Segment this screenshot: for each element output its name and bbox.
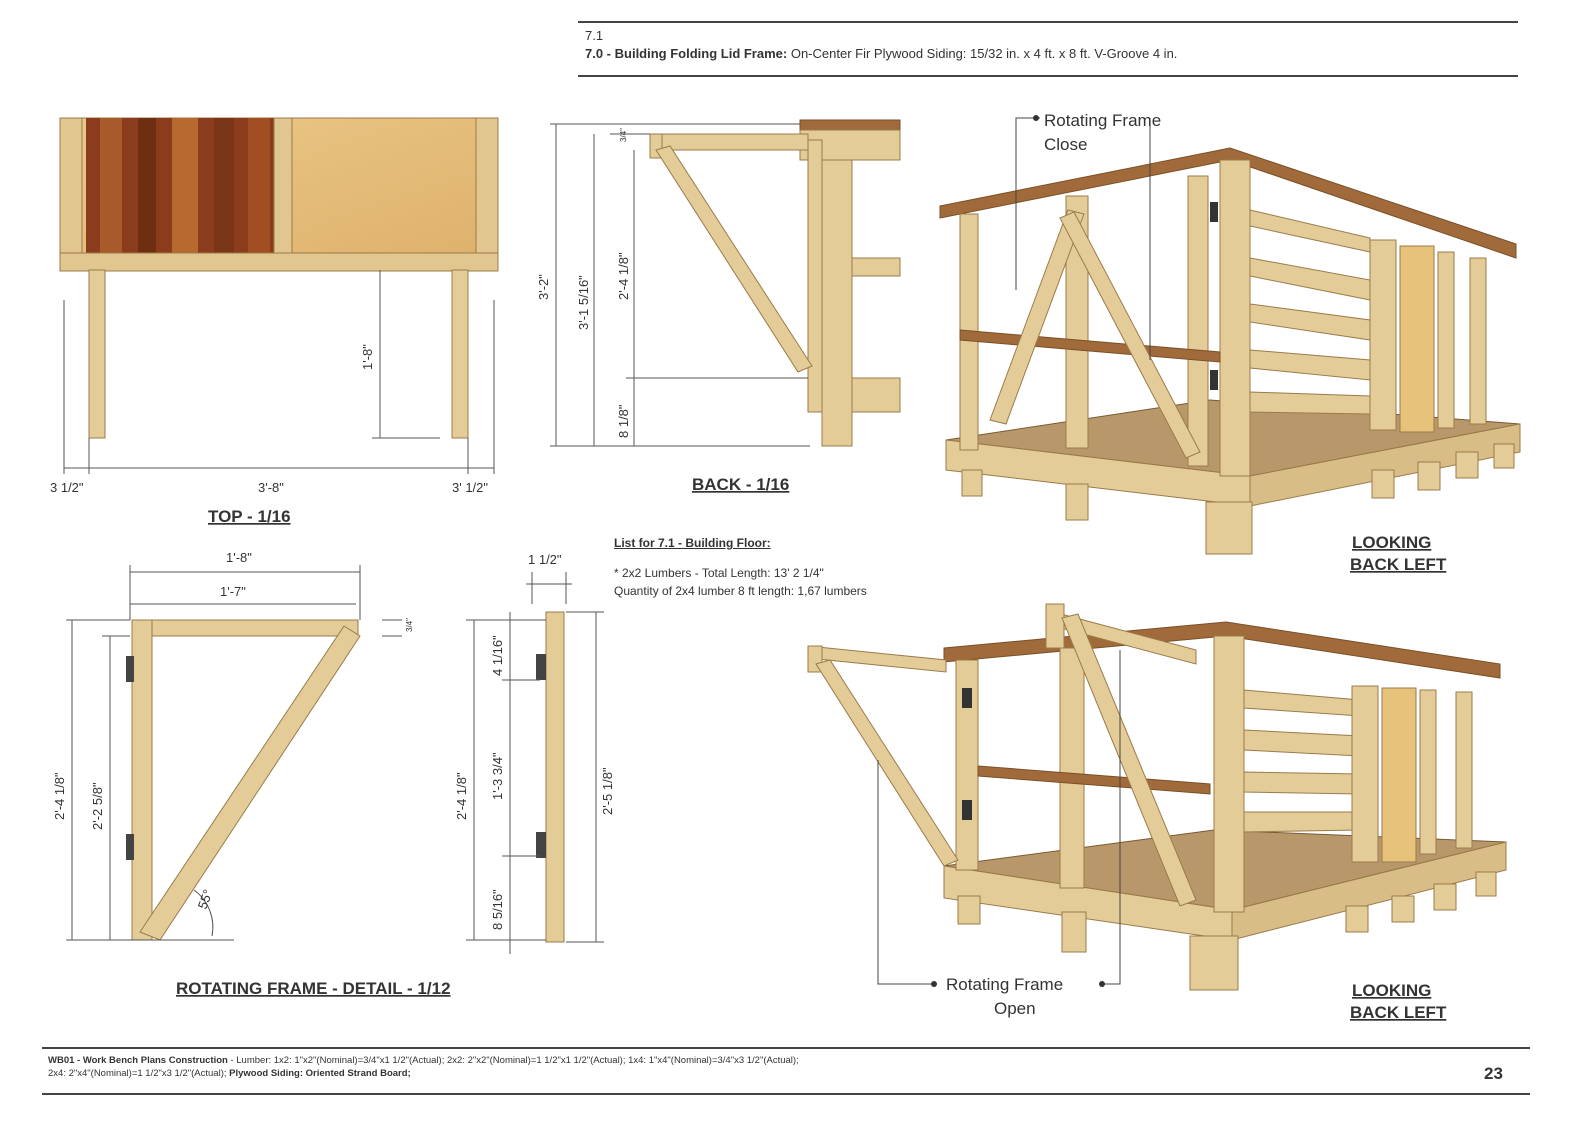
rotating-frame-detail: 1'-8" 1'-7" 2'-4 1/8" 2'-2 5/8" 55° 3/4"… xyxy=(52,550,451,998)
dim-top-width: 3'-8" xyxy=(258,480,284,495)
dim-side-middle: 1'-3 3/4" xyxy=(490,752,505,800)
dim-rot-inner-height: 2'-2 5/8" xyxy=(90,782,105,830)
dim-rot-angle: 55° xyxy=(195,887,216,911)
iso-bench-closed: Rotating Frame Close LOOKING BACK LEFT xyxy=(939,111,1521,574)
section-number: 7.1 xyxy=(585,28,604,43)
side-detail: 1 1/2" 4 1/16" 1'-3 3/4" 2'-4 1/8" 8 5/1… xyxy=(454,552,615,954)
dim-back-lower: 8 1/8" xyxy=(616,404,631,438)
caption-back: BACK - 1/16 xyxy=(692,475,789,494)
dim-rot-height: 2'-4 1/8" xyxy=(52,772,67,820)
iso1-callout-line1: Rotating Frame xyxy=(1044,111,1161,130)
iso-bench-open: Rotating Frame Open LOOKING BACK LEFT xyxy=(807,603,1507,1022)
sheet-footer: WB01 - Work Bench Plans Construction - L… xyxy=(48,1054,1528,1080)
material-list: List for 7.1 - Building Floor: * 2x2 Lum… xyxy=(614,534,867,600)
material-list-line-1: * 2x2 Lumbers - Total Length: 13' 2 1/4" xyxy=(614,566,824,580)
page-number: 23 xyxy=(1484,1064,1503,1083)
iso2-callout-line2: Open xyxy=(994,999,1036,1018)
dim-back-inner: 3'-1 5/16" xyxy=(576,275,591,330)
back-view: 3'-2" 3'-1 5/16" 2'-4 1/8" 8 1/8" 3/4" B… xyxy=(536,119,901,494)
dim-side-top: 4 1/16" xyxy=(490,635,505,676)
dim-rot-width-inner: 1'-7" xyxy=(220,584,246,599)
footer-brand: WB01 - Work Bench Plans Construction xyxy=(48,1055,228,1066)
iso1-caption-line2: BACK LEFT xyxy=(1350,555,1447,574)
footer-plywood: Plywood Siding: Oriented Strand Board; xyxy=(229,1068,411,1079)
dim-side-width: 1 1/2" xyxy=(528,552,562,567)
iso1-caption-line1: LOOKING xyxy=(1352,533,1431,552)
dim-side-overall: 2'-4 1/8" xyxy=(454,772,469,820)
dim-side-full: 2'-5 1/8" xyxy=(600,767,615,815)
dim-back-top: 3/4" xyxy=(619,128,628,142)
footer-line-2: 2x4: 2"x4"(Nominal)=1 1/2"x3 1/2"(Actual… xyxy=(48,1067,1528,1080)
sheet-header: 7.1 7.0 - Building Folding Lid Frame: On… xyxy=(585,28,1520,61)
dim-back-height: 3'-2" xyxy=(536,274,551,300)
footer-lumber-text: - Lumber: 1x2: 1"x2"(Nominal)=3/4"x1 1/2… xyxy=(227,1055,799,1066)
dim-side-bottom: 8 5/16" xyxy=(490,889,505,930)
material-list-title: List for 7.1 - Building Floor: xyxy=(614,536,771,550)
dim-rot-width-outer: 1'-8" xyxy=(226,550,252,565)
iso2-caption-line1: LOOKING xyxy=(1352,981,1431,1000)
dim-top-leg: 1'-8" xyxy=(360,344,375,370)
sheet-title: 7.0 - Building Folding Lid Frame: xyxy=(585,46,788,61)
dim-top-right: 3' 1/2" xyxy=(452,480,488,495)
iso2-callout-line1: Rotating Frame xyxy=(946,975,1063,994)
top-view: 3 1/2" 3'-8" 3' 1/2" 1'-8" TOP - 1/16 xyxy=(50,117,499,526)
material-list-line-2: Quantity of 2x4 lumber 8 ft length: 1,67… xyxy=(614,584,867,598)
sheet-subtitle: On-Center Fir Plywood Siding: 15/32 in. … xyxy=(790,46,1178,61)
footer-lumber-text-2: 2x4: 2"x4"(Nominal)=1 1/2"x3 1/2"(Actual… xyxy=(48,1068,230,1079)
iso2-caption-line2: BACK LEFT xyxy=(1350,1003,1447,1022)
dim-back-upper: 2'-4 1/8" xyxy=(616,252,631,300)
caption-rotating: ROTATING FRAME - DETAIL - 1/12 xyxy=(176,979,451,998)
dim-rot-thickness: 3/4" xyxy=(405,618,414,632)
dim-top-left: 3 1/2" xyxy=(50,480,84,495)
iso1-callout-line2: Close xyxy=(1044,135,1087,154)
footer-line-1: WB01 - Work Bench Plans Construction - L… xyxy=(48,1054,1528,1067)
caption-top: TOP - 1/16 xyxy=(208,507,291,526)
